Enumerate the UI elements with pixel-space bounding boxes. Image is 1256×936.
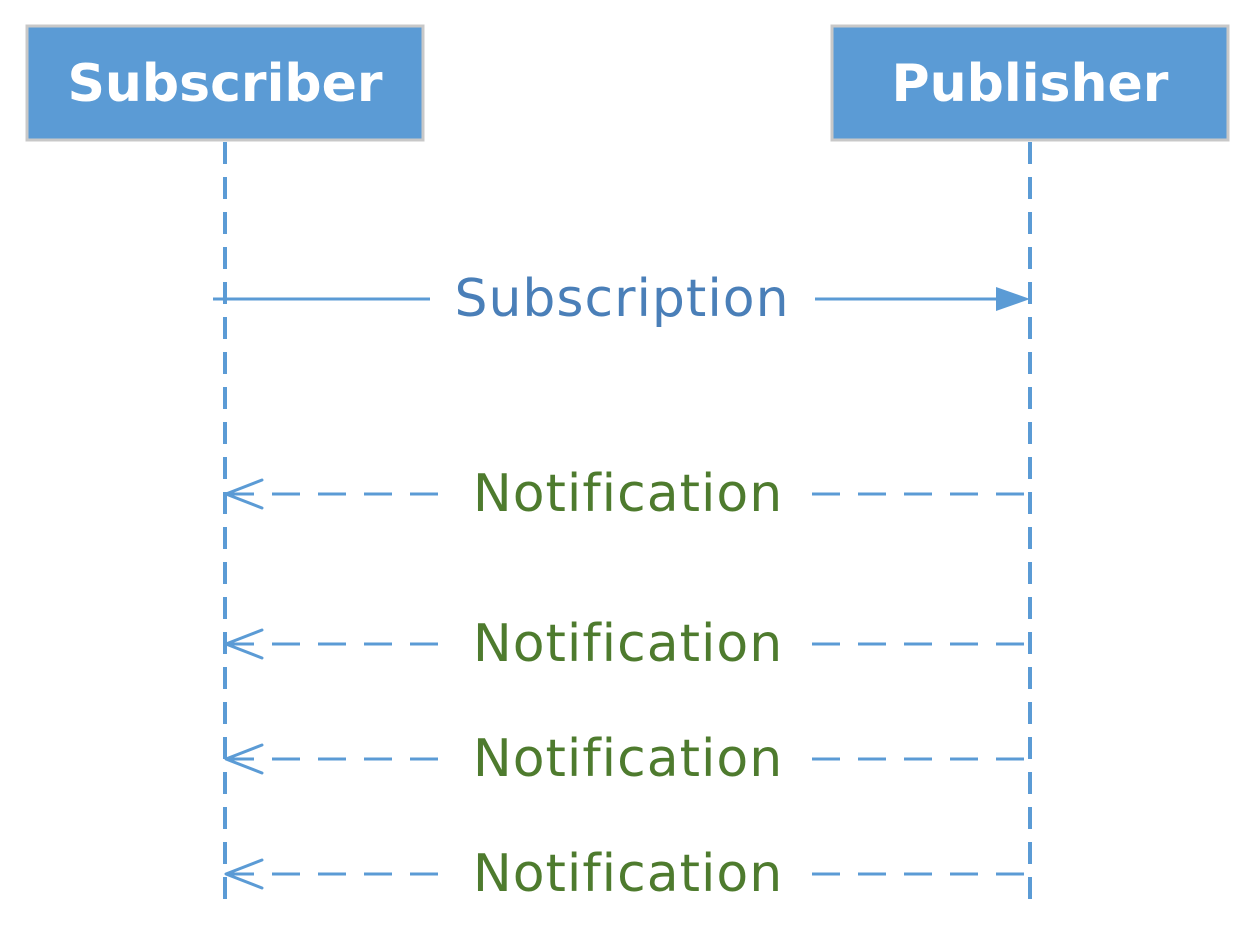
publisher-box [830,24,1230,142]
open-arrowhead-icon [224,858,264,890]
open-arrowhead-icon [224,478,264,510]
open-arrowhead-icon [224,743,264,775]
subscriber-actor: Subscriber [25,24,425,142]
notification-message: Notification [224,729,1030,789]
notification-message: Notification [224,464,1030,524]
subscription-label: Subscription [454,269,789,329]
notification-message: Notification [224,844,1030,904]
filled-arrowhead-icon [996,287,1030,311]
notification-label: Notification [473,464,783,524]
subscriber-label: Subscriber [67,54,382,114]
publisher-label: Publisher [892,54,1169,114]
notification-label: Notification [473,729,783,789]
notification-label: Notification [473,614,783,674]
publisher-actor: Publisher [830,24,1230,142]
subscription-message: Subscription [213,269,1030,329]
subscriber-box [25,24,425,142]
notification-label: Notification [473,844,783,904]
notification-message: Notification [224,614,1030,674]
open-arrowhead-icon [224,628,264,660]
